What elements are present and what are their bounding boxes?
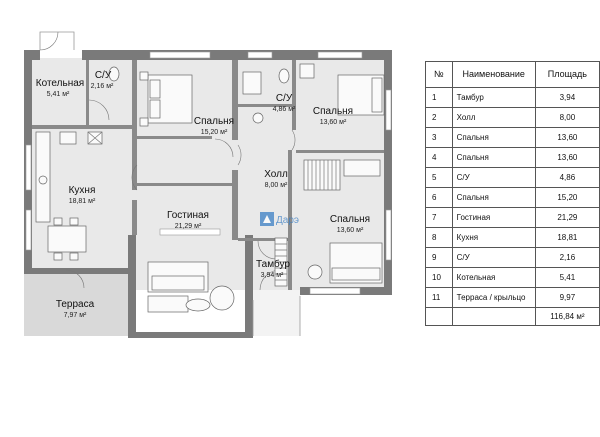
floor-plan: Дарэ Котельная 5,41 м² С/У 2,16 м² Спаль… — [24, 31, 392, 338]
room-name-spalnya-bottom: Спальня — [330, 214, 370, 225]
table-cell-area: 21,29 — [534, 207, 600, 228]
room-name-su-small: С/У — [95, 70, 112, 81]
terrace-floor — [24, 270, 129, 336]
table-header-row: № Наименование Площадь — [425, 61, 600, 88]
table-cell-num: 4 — [425, 147, 453, 168]
table-cell-num: 2 — [425, 107, 453, 128]
room-area-kuhnya: 18,81 м² — [69, 198, 96, 205]
table-cell-area: 5,41 — [534, 267, 600, 288]
table-cell-area: 18,81 — [534, 227, 600, 248]
room-name-tambur: Тамбур — [256, 258, 290, 270]
table-cell-name: С/У — [451, 167, 536, 188]
room-area-tambur: 3,94 м² — [261, 272, 284, 279]
table-cell-area: 9,97 — [534, 287, 600, 308]
table-cell-num: 1 — [425, 87, 453, 108]
porch-rails — [39, 31, 301, 336]
table-cell-num: 9 — [425, 247, 453, 268]
room-name-terrasa: Терраса — [56, 299, 95, 310]
room-area-kotelnaya: 5,41 м² — [47, 91, 70, 98]
table-total-row: 116,84 м² — [425, 307, 600, 326]
chair-icon — [307, 264, 323, 280]
inner-walls — [32, 60, 384, 290]
table-cell-num: 3 — [425, 127, 453, 148]
shower-icon — [242, 71, 262, 95]
room-area-spalnya-top: 13,60 м² — [320, 119, 347, 126]
table-cell-area: 2,16 — [534, 247, 600, 268]
windows — [25, 51, 392, 295]
room-name-holl: Холл — [264, 169, 288, 180]
table-cell-area: 4,86 — [534, 167, 600, 188]
room-area-gostinaya: 21,29 м² — [175, 223, 202, 230]
table-cell-num: 11 — [425, 287, 453, 308]
table-cell-num: 6 — [425, 187, 453, 208]
armchair-icon — [209, 285, 235, 311]
washbasin-icon — [252, 112, 264, 124]
toilet-icon — [108, 66, 120, 82]
table-cell-num: 7 — [425, 207, 453, 228]
table-total-blank — [451, 307, 536, 326]
table-cell-num: 10 — [425, 267, 453, 288]
table-cell-name: Тамбур — [451, 87, 536, 108]
wardrobe-icon — [303, 159, 341, 191]
desk-icon — [343, 159, 381, 177]
table-cell-num: 5 — [425, 167, 453, 188]
sink-icon — [38, 175, 48, 185]
table-cell-area: 8,00 — [534, 107, 600, 128]
room-name-spalnya-1520: Спальня — [194, 116, 234, 127]
table-cell-name: Котельная — [451, 267, 536, 288]
table-cell-name: Холл — [451, 107, 536, 128]
furniture — [35, 63, 385, 313]
coffee-table-icon — [185, 298, 211, 312]
table-header-area: Площадь — [534, 61, 600, 88]
table-cell-name: С/У — [451, 247, 536, 268]
watermark: Дарэ — [260, 212, 299, 226]
room-area-terrasa: 7,97 м² — [64, 312, 87, 319]
room-name-kuhnya: Кухня — [69, 185, 96, 196]
room-area-su-486: 4,86 м² — [273, 106, 296, 113]
table-cell-area: 3,94 — [534, 87, 600, 108]
table-total-blank — [425, 307, 453, 326]
table-cell-name: Терраса / крыльцо — [451, 287, 536, 308]
table-cell-area: 13,60 — [534, 127, 600, 148]
table-cell-num: 8 — [425, 227, 453, 248]
room-name-su-486: С/У — [276, 93, 293, 104]
room-area-spalnya-bottom: 13,60 м² — [337, 227, 364, 234]
room-area-holl: 8,00 м² — [265, 182, 288, 189]
room-labels: Котельная 5,41 м² С/У 2,16 м² Спальня 15… — [36, 70, 370, 319]
room-area-su-small: 2,16 м² — [91, 83, 114, 90]
table-cell-name: Спальня — [451, 187, 536, 208]
table-header-num: № — [425, 61, 453, 88]
room-name-gostinaya: Гостиная — [167, 210, 209, 221]
chair-icon — [299, 63, 315, 79]
table-cell-name: Гостиная — [451, 207, 536, 228]
table-total-value: 116,84 м² — [534, 307, 600, 326]
table-cell-area: 13,60 — [534, 147, 600, 168]
table-cell-name: Спальня — [451, 127, 536, 148]
room-name-kotelnaya: Котельная — [36, 78, 84, 89]
dining-table-icon — [47, 225, 87, 253]
table-cell-area: 15,20 — [534, 187, 600, 208]
room-name-spalnya-top: Спальня — [313, 106, 353, 117]
toilet-icon — [278, 68, 290, 84]
table-header-name: Наименование — [451, 61, 536, 88]
watermark-text: Дарэ — [276, 215, 299, 226]
table-cell-name: Кухня — [451, 227, 536, 248]
room-area-spalnya-1520: 15,20 м² — [201, 129, 228, 136]
table-cell-name: Спальня — [451, 147, 536, 168]
